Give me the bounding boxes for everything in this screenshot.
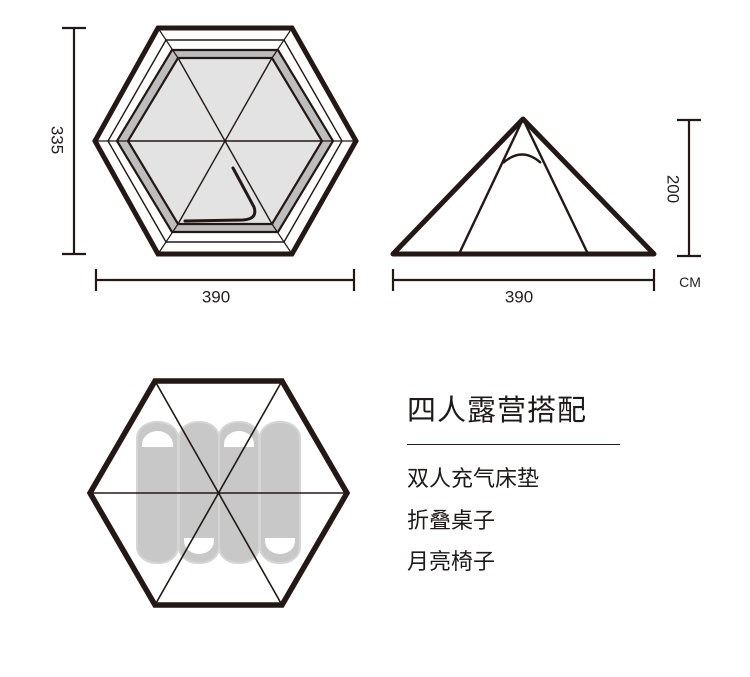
unit-label: CM [679, 274, 701, 290]
camping-kit-panel: 四人露营搭配 双人充气床垫 折叠桌子 月亮椅子 [407, 391, 620, 584]
side-view-width-dimension [391, 269, 656, 291]
corner-line [157, 223, 179, 255]
top-view-width-label: 390 [201, 287, 231, 307]
top-view-pole-spokes [128, 57, 322, 225]
side-view-inner-tent [457, 118, 590, 255]
top-view-depth-label: 335 [47, 125, 67, 155]
top-view-width-dimension [94, 269, 356, 291]
corner-line [157, 27, 179, 59]
kit-item-moon-chair: 月亮椅子 [407, 550, 496, 575]
corner-line [271, 223, 293, 255]
four-person-layout-view [86, 378, 351, 608]
inner-tent-left-edge [457, 118, 525, 255]
kit-list: 双人充气床垫 折叠桌子 月亮椅子 [407, 459, 620, 584]
side-view-height-dimension [677, 118, 701, 258]
top-view-corner-lines [95, 27, 356, 255]
side-view-width-label: 390 [504, 287, 534, 307]
top-view-depth-dimension [62, 26, 86, 256]
layout-view-outer-hexagon [86, 378, 351, 608]
side-view-outline-triangle [390, 116, 657, 257]
corner-line [271, 27, 293, 59]
inner-tent-right-edge [521, 118, 590, 255]
layout-view-pole-spokes [90, 380, 347, 606]
side-view-height-label: 200 [663, 174, 683, 204]
kit-title: 四人露营搭配 [407, 393, 588, 427]
kit-divider [407, 444, 620, 445]
mat-pillow [142, 431, 173, 447]
kit-item-folding-table: 折叠桌子 [407, 508, 496, 534]
mat-pillow [265, 538, 295, 554]
kit-item-air-mattress: 双人充气床垫 [407, 467, 540, 492]
door-zipper-icon [183, 166, 257, 223]
tent-side-view [390, 116, 701, 291]
side-view-vent-arc [502, 153, 542, 164]
tent-top-view [62, 25, 359, 291]
